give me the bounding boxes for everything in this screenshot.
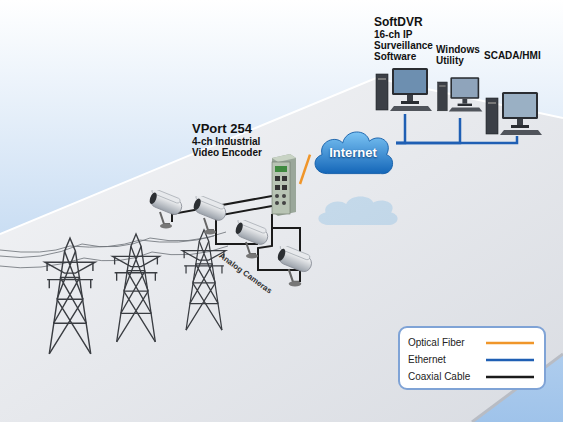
encoder-node: VPort 2544-ch Industrial Video Encoder	[192, 122, 300, 218]
cloud-node: Internet	[310, 125, 396, 179]
legend-line	[486, 375, 534, 378]
legend-text: Coaxial Cable	[408, 371, 486, 382]
connector	[396, 114, 405, 143]
encoder-device	[268, 152, 298, 216]
legend-row: Optical Fiber	[408, 334, 536, 351]
legend-box: Optical FiberEthernetCoaxial Cable	[398, 326, 546, 390]
computer-node: Windows Utility	[436, 44, 484, 118]
legend-text: Ethernet	[408, 354, 486, 365]
computer-icon	[374, 66, 434, 112]
legend-line-sample	[486, 372, 534, 382]
connector	[300, 155, 310, 184]
legend-row: Coaxial Cable	[408, 368, 536, 385]
node-title: Windows Utility	[436, 44, 484, 66]
computer-icon	[484, 90, 544, 136]
connector	[396, 118, 460, 143]
cloud-text-wrap: Internet	[310, 125, 396, 179]
connector	[396, 136, 517, 143]
legend-line-sample	[486, 355, 534, 365]
node-title: SCADA/HMI	[484, 50, 550, 61]
computer-node: SoftDVR16-ch IP Surveillance Software	[374, 16, 436, 114]
legend-line	[486, 358, 534, 361]
legend-line-sample	[486, 338, 534, 348]
node-title: SoftDVR	[374, 16, 436, 29]
legend-row: Ethernet	[408, 351, 536, 368]
node-subtitle: 16-ch IP Surveillance Software	[374, 29, 436, 62]
node-subtitle: 4-ch Industrial Video Encoder	[192, 136, 268, 158]
computer-node: SCADA/HMI	[484, 50, 550, 136]
cloud-label: Internet	[329, 145, 377, 160]
computer-icon	[436, 72, 484, 116]
node-title: VPort 254	[192, 122, 268, 136]
legend-text: Optical Fiber	[408, 337, 486, 348]
legend-line	[486, 341, 534, 344]
